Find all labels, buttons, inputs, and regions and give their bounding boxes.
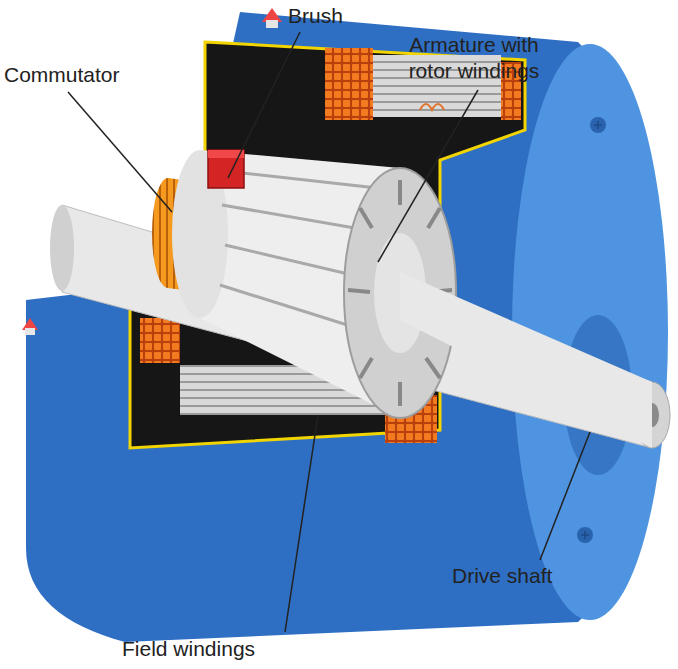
part-label: Commutator bbox=[4, 62, 120, 88]
part-label: Armature with rotor windings bbox=[385, 32, 563, 84]
part-label: Field windings bbox=[122, 636, 255, 662]
part-label: Brush bbox=[288, 3, 343, 29]
part-label: Drive shaft bbox=[452, 563, 552, 589]
